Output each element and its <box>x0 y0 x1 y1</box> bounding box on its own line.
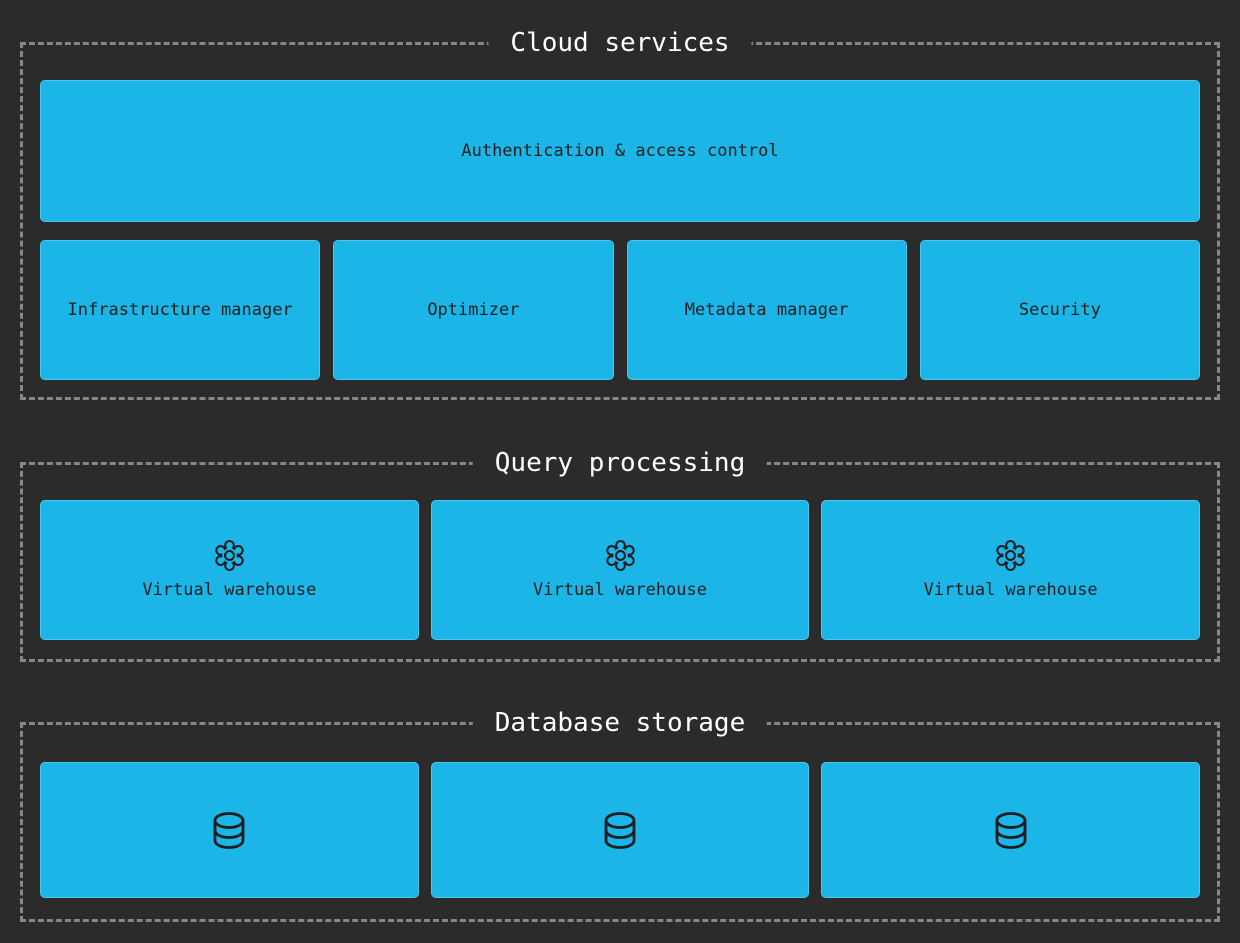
database-box-3 <box>821 762 1201 898</box>
infrastructure-manager-label: Infrastructure manager <box>67 300 293 320</box>
gear-icon <box>214 540 245 571</box>
section-cloud-services: Cloud services Authentication & access c… <box>20 24 1220 400</box>
database-box-2 <box>430 762 810 898</box>
metadata-manager-label: Metadata manager <box>684 300 849 320</box>
query-processing-row: Virtual warehouse Virtual warehouse Virt… <box>40 500 1201 640</box>
section-title-query-processing: Query processing <box>472 444 768 482</box>
security-label: Security <box>1018 300 1101 320</box>
virtual-warehouse-label: Virtual warehouse <box>142 580 317 600</box>
optimizer-box: Optimizer <box>333 240 614 380</box>
auth-access-control-box: Authentication & access control <box>40 80 1200 222</box>
virtual-warehouse-label: Virtual warehouse <box>533 580 707 600</box>
metadata-manager-box: Metadata manager <box>626 240 907 380</box>
infrastructure-manager-box: Infrastructure manager <box>40 240 321 380</box>
auth-access-control-label: Authentication & access control <box>461 141 779 161</box>
cloud-services-row: Infrastructure manager Optimizer Metadat… <box>40 240 1200 380</box>
section-title-database-storage: Database storage <box>472 704 768 742</box>
section-database-storage: Database storage <box>20 704 1220 922</box>
architecture-diagram: Cloud services Authentication & access c… <box>0 24 1240 922</box>
virtual-warehouse-box-3: Virtual warehouse <box>821 500 1201 640</box>
optimizer-label: Optimizer <box>427 300 520 320</box>
database-icon <box>205 807 253 853</box>
virtual-warehouse-label: Virtual warehouse <box>923 580 1098 600</box>
database-icon <box>596 807 644 853</box>
section-query-processing: Query processing Virtual warehouse Virtu… <box>20 444 1220 662</box>
virtual-warehouse-box-1: Virtual warehouse <box>40 500 419 640</box>
database-storage-row <box>40 762 1201 898</box>
virtual-warehouse-box-2: Virtual warehouse <box>430 500 810 640</box>
database-box-1 <box>40 762 419 898</box>
gear-icon <box>995 540 1026 571</box>
section-title-cloud-services: Cloud services <box>488 24 752 62</box>
database-icon <box>987 807 1035 853</box>
security-box: Security <box>919 240 1200 380</box>
gear-icon <box>605 540 636 571</box>
